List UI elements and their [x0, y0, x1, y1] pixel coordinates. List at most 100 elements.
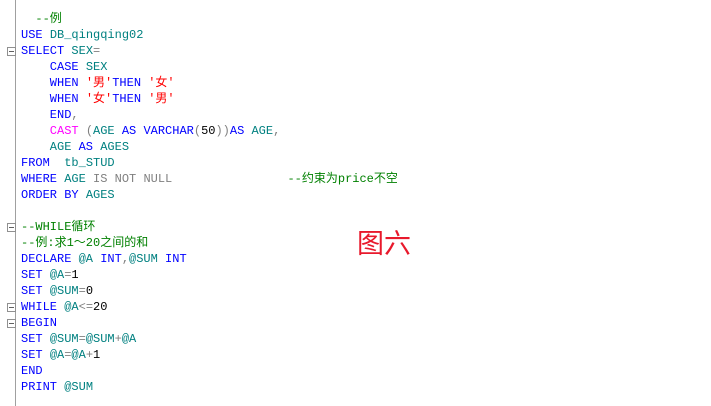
code-token: =: [93, 44, 101, 58]
code-line[interactable]: --例:求1～20之间的和: [21, 235, 398, 251]
code-token: INT: [100, 252, 122, 266]
code-token: AGE: [21, 140, 79, 154]
code-line[interactable]: --WHILE循环: [7, 219, 398, 235]
code-token: '女': [148, 76, 175, 90]
code-line[interactable]: SET @SUM=0: [21, 283, 398, 299]
code-token: @A: [71, 348, 86, 362]
code-line[interactable]: PRINT @SUM: [21, 379, 398, 395]
code-token: @A: [49, 268, 65, 282]
code-token: AS: [78, 140, 101, 154]
code-token: =: [64, 348, 72, 362]
code-token: --约束为price不空: [172, 172, 398, 186]
code-token: 0: [85, 284, 94, 298]
code-token: AGES: [85, 188, 115, 202]
code-token: WHILE: [21, 300, 65, 314]
code-token: END: [21, 364, 43, 378]
code-token: FROM: [21, 156, 65, 170]
code-token: VARCHAR: [143, 124, 194, 138]
code-line[interactable]: END: [21, 363, 398, 379]
code-token: SEX: [71, 44, 94, 58]
code-token: ,: [273, 124, 281, 138]
collapse-toggle-icon[interactable]: [7, 303, 16, 312]
code-token: AS: [229, 124, 252, 138]
code-line[interactable]: WHEN '男'THEN '女': [21, 75, 398, 91]
code-token: '男': [148, 92, 175, 106]
code-token: ORDER BY: [21, 188, 86, 202]
code-token: --WHILE循环: [21, 220, 96, 234]
code-token: (: [193, 124, 202, 138]
code-token: 1: [71, 268, 79, 282]
code-token: USE: [21, 28, 50, 42]
code-token: =: [78, 332, 86, 346]
code-token: THEN: [112, 76, 149, 90]
code-line[interactable]: BEGIN: [7, 315, 398, 331]
code-token: WHERE: [21, 172, 65, 186]
code-line[interactable]: CASE SEX: [21, 59, 398, 75]
collapse-toggle-icon[interactable]: [7, 223, 16, 232]
code-token: BEGIN: [21, 316, 58, 330]
code-line[interactable]: SET @A=@A+1: [21, 347, 398, 363]
code-token: --例: [21, 12, 62, 26]
code-token: 20: [93, 300, 108, 314]
code-token: PRINT: [21, 380, 65, 394]
code-line[interactable]: CAST (AGE AS VARCHAR(50))AS AGE,: [21, 123, 398, 139]
code-token: @A: [64, 300, 79, 314]
code-line[interactable]: SET @SUM=@SUM+@A: [21, 331, 398, 347]
code-token: @A: [121, 332, 137, 346]
code-token: @SUM: [129, 252, 166, 266]
code-token: DB_qingqing02: [49, 28, 144, 42]
code-line[interactable]: WHERE AGE IS NOT NULL --约束为price不空: [21, 171, 398, 187]
code-token: THEN: [112, 92, 149, 106]
code-token: ,: [121, 252, 130, 266]
code-gutter: [15, 0, 16, 406]
code-line[interactable]: [21, 203, 398, 219]
code-token: 50: [201, 124, 216, 138]
code-token: SET: [21, 284, 50, 298]
code-token: =: [78, 284, 86, 298]
code-line[interactable]: ORDER BY AGES: [21, 187, 398, 203]
code-line[interactable]: --例: [21, 11, 398, 27]
code-token: END: [21, 108, 72, 122]
code-token: +: [114, 332, 122, 346]
code-token: +: [85, 348, 94, 362]
code-line[interactable]: END,: [21, 107, 398, 123]
code-token: tb_STUD: [64, 156, 115, 170]
code-token: ,: [71, 108, 79, 122]
code-token: AGE: [64, 172, 94, 186]
collapse-toggle-icon[interactable]: [7, 47, 16, 56]
code-line[interactable]: SELECT SEX=: [7, 43, 398, 59]
code-token: @A: [78, 252, 101, 266]
code-token: )): [215, 124, 230, 138]
code-token: AS: [121, 124, 144, 138]
code-token: WHEN: [21, 76, 86, 90]
code-token: AGE: [93, 124, 122, 138]
code-token: <=: [78, 300, 94, 314]
code-token: 1: [93, 348, 101, 362]
code-line[interactable]: USE DB_qingqing02: [21, 27, 398, 43]
code-token: @SUM: [85, 332, 115, 346]
code-line[interactable]: SET @A=1: [21, 267, 398, 283]
code-line[interactable]: AGE AS AGES: [21, 139, 398, 155]
code-line[interactable]: DECLARE @A INT,@SUM INT: [21, 251, 398, 267]
code-token: '男': [85, 76, 113, 90]
code-token: @A: [49, 348, 65, 362]
code-token: @SUM: [49, 284, 79, 298]
code-token: AGES: [100, 140, 130, 154]
code-token: DECLARE: [21, 252, 79, 266]
code-line[interactable]: WHEN '女'THEN '男': [21, 91, 398, 107]
code-token: SET: [21, 332, 50, 346]
collapse-toggle-icon[interactable]: [7, 319, 16, 328]
code-line[interactable]: WHILE @A<=20: [7, 299, 398, 315]
code-token: WHEN: [21, 92, 86, 106]
code-token: AGE: [251, 124, 274, 138]
figure-label: 图六: [357, 229, 411, 260]
code-token: SET: [21, 268, 50, 282]
code-token: CAST: [21, 124, 86, 138]
code-token: IS NOT NULL: [93, 172, 173, 186]
code-line[interactable]: FROM tb_STUD: [21, 155, 398, 171]
code-token: --例:求1～20之间的和: [21, 236, 149, 250]
code-token: @SUM: [49, 332, 79, 346]
code-token: SET: [21, 348, 50, 362]
code-token: SELECT: [21, 44, 72, 58]
